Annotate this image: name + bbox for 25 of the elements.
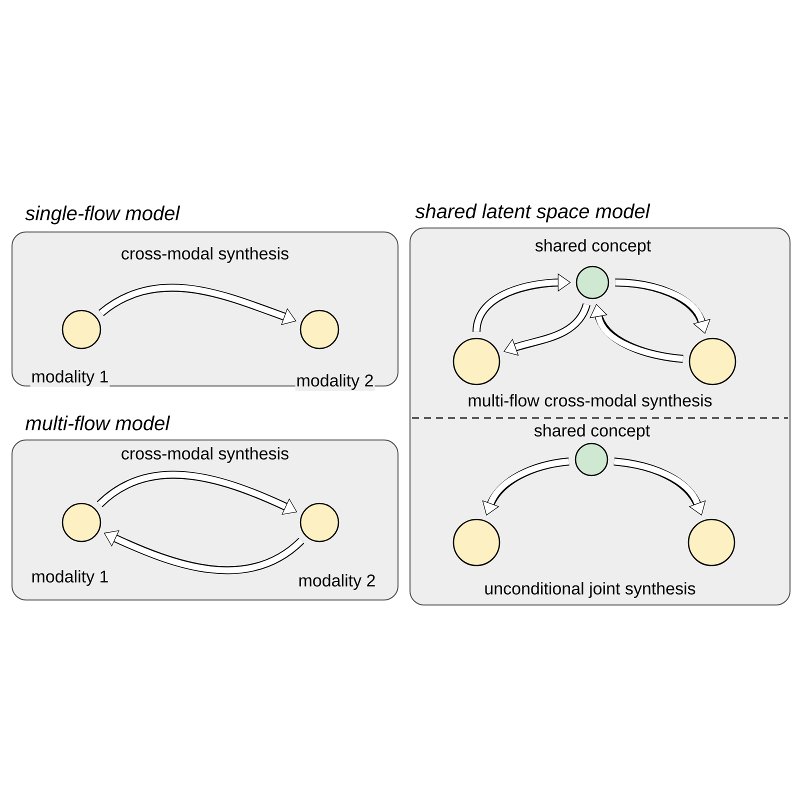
circle-node xyxy=(576,266,610,300)
panel-title: shared latent space model xyxy=(415,204,650,222)
edge-label: cross-modal synthesis xyxy=(120,246,290,264)
circle-node xyxy=(452,338,500,386)
circle-node xyxy=(62,502,102,542)
circle-node xyxy=(688,338,736,386)
node-label: shared concept xyxy=(534,238,652,256)
caption-label: multi-flow cross-modal synthesis xyxy=(466,393,714,411)
panel-title: single-flow model xyxy=(25,206,180,224)
node-label: modality 1 xyxy=(30,369,110,387)
node-label: shared concept xyxy=(532,423,652,441)
hollow-arrow xyxy=(472,273,571,332)
circle-node xyxy=(574,442,608,476)
hollow-arrow xyxy=(615,278,710,334)
caption-label: unconditional joint synthesis xyxy=(483,581,697,599)
panel-title: multi-flow model xyxy=(26,416,170,430)
circle-node xyxy=(62,310,102,350)
circle-node xyxy=(688,518,736,566)
edge-label: cross-modal synthesis xyxy=(120,446,290,464)
circle-node xyxy=(300,502,340,542)
node-label: modality 2 xyxy=(295,373,375,391)
circle-node xyxy=(300,310,340,350)
node-label: modality 2 xyxy=(297,573,377,591)
circle-node xyxy=(452,518,500,566)
node-label: modality 1 xyxy=(30,569,110,587)
